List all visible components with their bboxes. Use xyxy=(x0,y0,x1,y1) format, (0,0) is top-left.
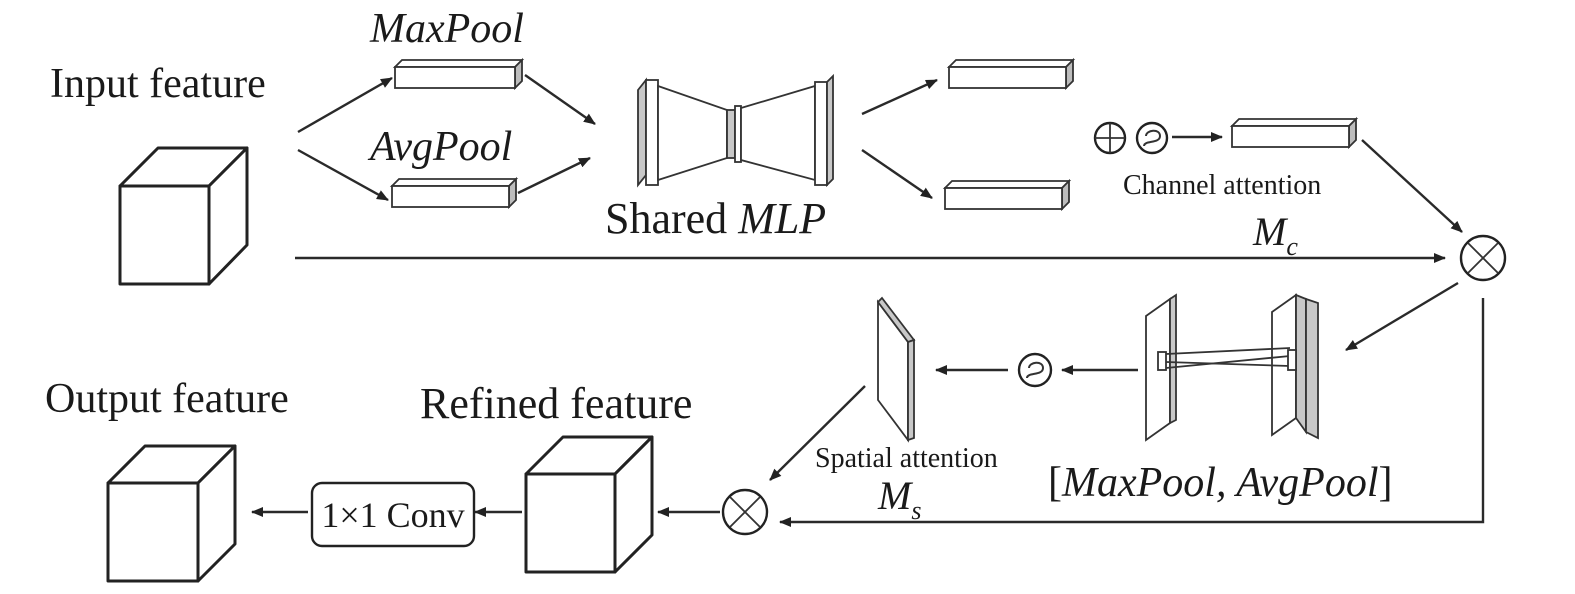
arrow-spatial-map-to-multiply xyxy=(769,385,866,481)
arrow-multiply-to-pooled-maps xyxy=(1345,281,1459,352)
input-feature-cube xyxy=(118,146,249,286)
spatial-attention-label: Spatial attention xyxy=(815,443,998,474)
arrow-maxpool-to-mlp xyxy=(524,74,596,125)
shared-mlp-label: Shared MLP xyxy=(605,194,826,243)
ms-label: Ms xyxy=(877,473,921,525)
avgpool-label: AvgPool xyxy=(367,124,512,170)
mlp-output-bar-bottom xyxy=(942,178,1072,212)
arrow-channel-map-to-multiply xyxy=(1361,139,1463,233)
mc-label: Mc xyxy=(1252,209,1298,261)
arrow-input-to-avgpool xyxy=(297,148,389,202)
arrow-avgpool-to-mlp xyxy=(517,156,591,195)
ms-main: M xyxy=(877,473,914,518)
pool-concat-label: [MaxPool, AvgPool] xyxy=(1048,460,1393,506)
spatial-attention-map xyxy=(876,296,916,443)
shared-mlp-icon xyxy=(637,73,834,188)
sigmoid-icon xyxy=(1135,121,1169,155)
mc-sub: c xyxy=(1286,232,1298,261)
input-feature-label: Input feature xyxy=(50,61,266,107)
residual-return-line xyxy=(779,298,1485,527)
elementwise-sum-icon xyxy=(1093,121,1127,155)
pool-concat-close: ] xyxy=(1379,460,1393,506)
channel-attention-bar xyxy=(1229,116,1359,150)
arrow-mlp-to-bottom-bar xyxy=(861,149,933,199)
multiply-icon-spatial xyxy=(721,488,769,536)
mlp-output-bar-top xyxy=(946,57,1076,91)
output-feature-label: Output feature xyxy=(45,376,289,422)
maxpool-bar xyxy=(392,57,525,91)
multiply-icon-channel xyxy=(1459,234,1507,282)
output-feature-cube xyxy=(106,444,237,583)
ms-sub: s xyxy=(911,496,921,525)
shared-prefix: Shared xyxy=(605,194,727,243)
mlp-word: MLP xyxy=(737,194,826,243)
arrow-input-to-maxpool xyxy=(297,76,393,134)
refined-feature-cube xyxy=(524,435,654,574)
spatial-sigmoid-icon xyxy=(1017,352,1053,388)
conv-block: 1×1 Conv xyxy=(310,481,476,548)
pool-concat-open: [ xyxy=(1048,460,1062,506)
conv-label: 1×1 Conv xyxy=(321,495,464,535)
avgpool-bar xyxy=(389,176,519,210)
maxpool-label: MaxPool xyxy=(369,6,524,52)
pool-concat-text: MaxPool, AvgPool xyxy=(1061,460,1379,506)
mc-main: M xyxy=(1252,209,1289,254)
pooled-maps-icon xyxy=(1145,293,1319,442)
refined-feature-label: Refined feature xyxy=(420,379,692,428)
channel-attention-label: Channel attention xyxy=(1123,170,1321,201)
arrow-mlp-to-top-bar xyxy=(861,78,938,116)
